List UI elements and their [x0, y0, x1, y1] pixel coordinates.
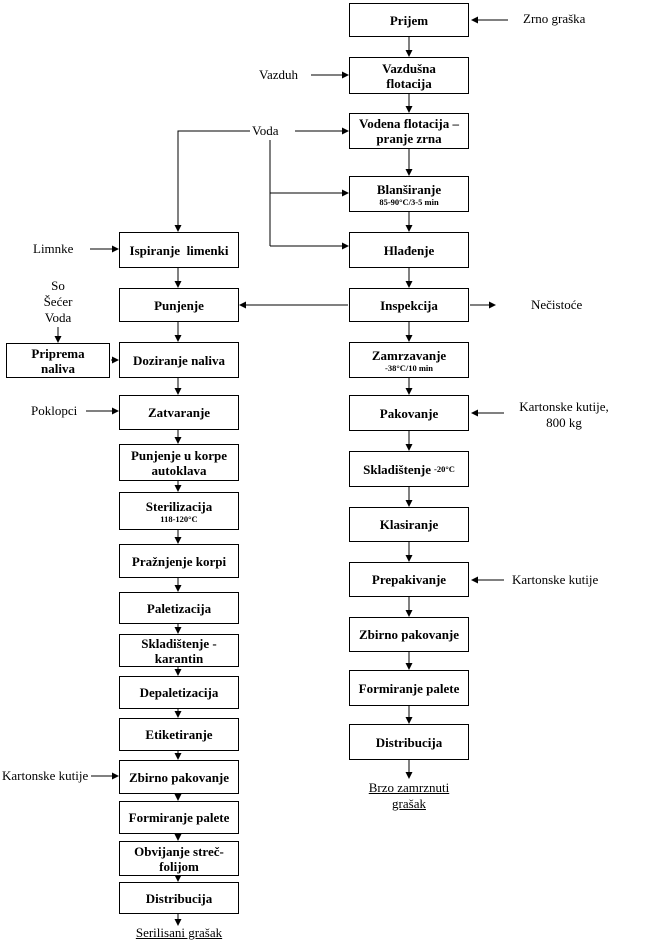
step-etiketiranje: Etiketiranje	[119, 718, 239, 751]
step-zbirno-pakovanje-left: Zbirno pakovanje	[119, 760, 239, 794]
step-ispiranje-limenki: Ispiranje limenki	[119, 232, 239, 268]
step-label: Skladištenje	[363, 461, 432, 477]
output-brzo-zamrznuti-line2: grašak	[392, 796, 426, 811]
step-inspekcija: Inspekcija	[349, 288, 469, 322]
step-praznjenje-korpi: Pražnjenje korpi	[119, 544, 239, 578]
input-kartonske-800-line2: 800 kg	[546, 415, 582, 430]
step-prepakivanje: Prepakivanje	[349, 562, 469, 597]
step-label: Sterilizacija	[145, 498, 213, 514]
step-condition: -38°C/10 min	[384, 362, 434, 373]
step-label: Prepakivanje	[371, 572, 447, 587]
step-label: Paletizacija	[146, 600, 212, 616]
step-label: Etiketiranje	[145, 727, 213, 742]
step-skladistenje-karantin: Skladištenje -karantin	[119, 634, 239, 667]
step-zamrzavanje: Zamrzavanje-38°C/10 min	[349, 342, 469, 378]
step-label: Zbirno pakovanje	[128, 769, 230, 785]
step-label: Zamrzavanje	[371, 347, 447, 363]
output-brzo-zamrznuti-line1: Brzo zamrznuti	[368, 780, 450, 795]
step-label: Prijem	[389, 12, 429, 28]
step-condition: -20°C	[434, 464, 455, 474]
step-klasiranje: Klasiranje	[349, 507, 469, 542]
input-kartonske-800-line1: Kartonske kutije,	[519, 399, 609, 414]
input-voda-naliv: Voda	[44, 310, 72, 325]
step-label: Vodena flotacija –	[359, 116, 459, 131]
step-label: Ispiranje limenki	[129, 242, 229, 258]
step-distribucija-left: Distribucija	[119, 882, 239, 914]
step-hladjenje: Hlađenje	[349, 232, 469, 268]
step-label: folijom	[159, 858, 199, 874]
step-label: Hlađenje	[383, 242, 435, 258]
input-limnke: Limnke	[33, 241, 74, 256]
input-kartonske-kutije-left: Kartonske kutije	[2, 768, 89, 783]
step-doziranje-naliva: Doziranje naliva	[119, 342, 239, 378]
step-label: Zbirno pakovanje	[358, 627, 460, 642]
step-label: Inspekcija	[380, 297, 438, 313]
step-paletizacija: Paletizacija	[119, 592, 239, 624]
step-label: Pražnjenje korpi	[131, 553, 227, 569]
step-condition: 85-90°C/3-5 min	[379, 196, 439, 207]
step-label: Zatvaranje	[147, 405, 211, 420]
output-necistoce: Nečistoće	[531, 297, 583, 312]
step-label: Priprema	[31, 345, 85, 361]
step-label: Formiranje palete	[128, 810, 230, 825]
step-depaletizacija: Depaletizacija	[119, 676, 239, 709]
step-label: Obvijanje streč-	[134, 843, 224, 859]
input-voda: Voda	[252, 123, 279, 138]
step-label: autoklava	[151, 462, 207, 478]
step-label: flotacija	[386, 75, 432, 91]
step-label: Depaletizacija	[139, 685, 219, 700]
input-zrno-graska: Zrno graška	[523, 11, 586, 26]
step-label: Skladištenje -	[141, 635, 217, 651]
step-label: Klasiranje	[379, 517, 439, 532]
step-label: pranje zrna	[376, 131, 442, 146]
input-kartonske-kutije-right: Kartonske kutije	[512, 572, 599, 587]
step-condition: 118-120°C	[160, 513, 198, 524]
step-label: karantin	[154, 650, 204, 666]
step-formiranje-palete-left: Formiranje palete	[119, 801, 239, 834]
step-obvijanje-strec-folijom: Obvijanje streč-folijom	[119, 841, 239, 876]
step-label: Formiranje palete	[358, 680, 460, 696]
input-vazduh: Vazduh	[259, 67, 298, 82]
step-distribucija-right: Distribucija	[349, 724, 469, 760]
step-label: Pakovanje	[379, 405, 439, 421]
step-label: Vazdušna	[382, 60, 436, 76]
step-vodena-flotacija: Vodena flotacija –pranje zrna	[349, 113, 469, 149]
input-secer: Šećer	[43, 294, 73, 309]
input-poklopci: Poklopci	[31, 403, 78, 418]
step-pakovanje: Pakovanje	[349, 395, 469, 431]
output-serilisani-grasak: Serilisani grašak	[135, 925, 223, 940]
step-zbirno-pakovanje-right: Zbirno pakovanje	[349, 617, 469, 652]
step-label: naliva	[41, 360, 75, 376]
input-so: So	[51, 278, 65, 293]
step-label: Blanširanje	[376, 181, 442, 197]
step-punjenje: Punjenje	[119, 288, 239, 322]
step-formiranje-palete-right: Formiranje palete	[349, 670, 469, 706]
step-zatvaranje: Zatvaranje	[119, 395, 239, 430]
step-label: Punjenje u korpe	[130, 447, 228, 463]
step-label: Punjenje	[154, 297, 204, 313]
step-prijem: Prijem	[349, 3, 469, 37]
step-skladistenje: Skladištenje-20°C	[349, 451, 469, 487]
step-label: Distribucija	[145, 890, 213, 906]
step-label: Doziranje naliva	[132, 352, 226, 368]
step-label: Distribucija	[375, 734, 443, 750]
